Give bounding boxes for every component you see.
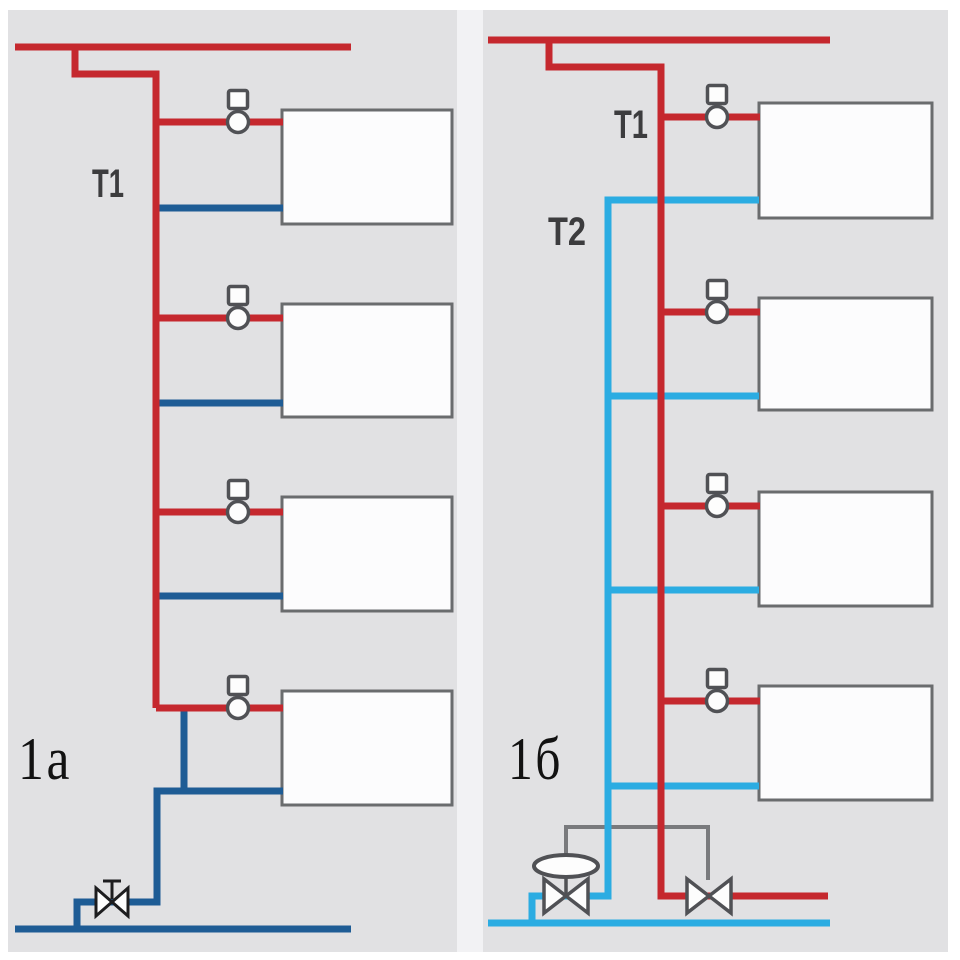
figure-label-1a: 1a xyxy=(18,726,72,792)
return-riser-label-t2: T2 xyxy=(548,210,586,254)
valve-wing xyxy=(542,875,569,917)
regulating-valve-icon xyxy=(685,875,733,917)
radiator xyxy=(280,495,454,613)
valve-wing xyxy=(685,875,712,917)
radiator-supply-pipes xyxy=(156,118,283,712)
radiator xyxy=(757,296,934,412)
riser-label-t1: T1 xyxy=(92,162,124,206)
capillary-tube xyxy=(564,825,710,880)
radiator xyxy=(757,101,934,220)
radiator xyxy=(280,689,454,807)
balancing-valve-icon xyxy=(532,853,600,917)
radiator xyxy=(280,302,454,419)
return-riser-and-main-pipe xyxy=(488,196,830,927)
radiator xyxy=(280,108,454,226)
panel-a-one-pipe-scheme: T1 1a xyxy=(15,43,454,933)
return-drop-and-main-pipe xyxy=(15,708,351,933)
valve-wing xyxy=(563,875,590,917)
radiator xyxy=(757,490,934,608)
supply-riser-label-t1: T1 xyxy=(614,103,648,147)
panel-divider xyxy=(457,10,483,952)
radiator xyxy=(757,684,934,802)
panel-b-two-pipe-scheme: T1 T2 1б xyxy=(488,36,934,927)
valve-wing xyxy=(94,884,115,920)
valve-wing xyxy=(706,875,733,917)
valve-measuring-disc xyxy=(532,853,600,879)
supply-riser-pipe xyxy=(71,47,160,708)
figure-label-1b: 1б xyxy=(508,726,563,792)
shutoff-valve-icon xyxy=(94,879,130,920)
valve-wing xyxy=(109,884,130,920)
